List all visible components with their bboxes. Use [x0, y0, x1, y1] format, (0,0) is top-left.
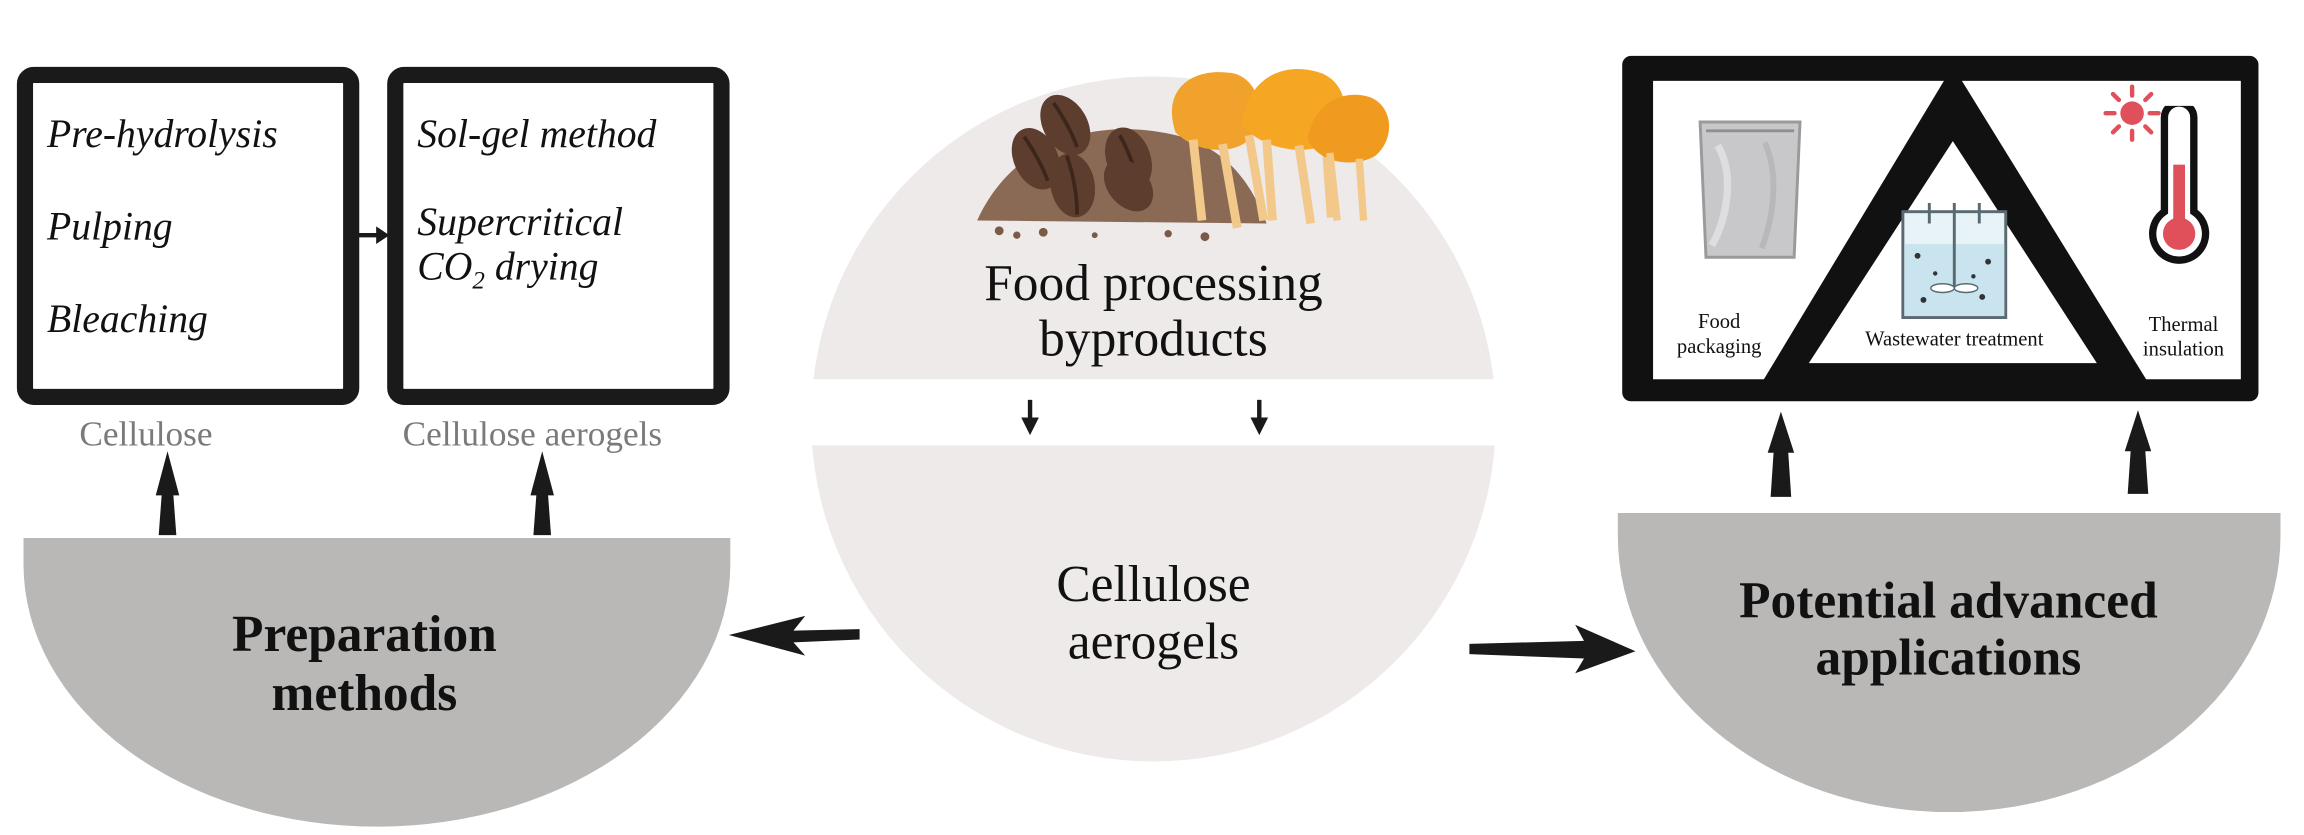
cellulose-aerogels-line1: Cellulose	[1056, 555, 1251, 613]
thermometer-icon	[2149, 105, 2210, 264]
arrow-down-left	[1021, 399, 1039, 436]
label-wastewater-treatment: Wastewater treatment	[1865, 329, 2044, 352]
box-connector-arrow	[358, 226, 390, 245]
food-byproducts-illustration	[977, 68, 1390, 242]
stirred-tank-icon	[1901, 202, 2008, 319]
applications-half-disc	[1617, 513, 2281, 813]
arrow-up-insulation	[2124, 410, 2152, 494]
center-disc-bottom	[812, 445, 1495, 762]
co2-suffix: drying	[484, 244, 599, 289]
step-pulping: Pulping	[47, 204, 173, 249]
orange-peel-icon	[1171, 68, 1390, 229]
step-pre-hydrolysis: Pre-hydrolysis	[47, 111, 278, 156]
caption-cellulose-aerogels: Cellulose aerogels	[402, 416, 663, 455]
caption-cellulose: Cellulose	[79, 416, 213, 455]
step-co2-drying: CO2 drying	[417, 244, 599, 295]
arrow-to-applications	[1469, 624, 1636, 674]
food-packaging-line1: Food	[1698, 311, 1741, 334]
process-box-cellulose	[16, 66, 360, 405]
coffee-beans-icon	[1011, 94, 1154, 218]
preparation-half-disc	[23, 538, 731, 827]
food-byproducts-label: Food processing byproducts	[882, 254, 1426, 368]
process-box-aerogels	[387, 66, 730, 405]
applications-title-line2: applications	[1815, 629, 2082, 687]
arrow-down-right	[1250, 399, 1269, 436]
step-sol-gel: Sol-gel method	[417, 111, 657, 156]
thermal-insulation-line1: Thermal	[2148, 314, 2219, 337]
cellulose-aerogels-line2: aerogels	[1067, 612, 1240, 671]
label-food-packaging: Food packaging	[1660, 312, 1778, 361]
food-byproducts-line2: byproducts	[1039, 310, 1268, 368]
step-supercritical: Supercritical	[417, 199, 624, 245]
cellulose-aerogels-label: Cellulose aerogels	[940, 556, 1366, 671]
preparation-title-line1: Preparation	[232, 605, 497, 663]
food-packaging-line2: packaging	[1676, 336, 1762, 359]
preparation-methods-title: Preparation methods	[188, 606, 541, 724]
co2-subscript: 2	[472, 266, 485, 295]
label-thermal-insulation: Thermal insulation	[2125, 315, 2243, 364]
sun-icon	[2103, 84, 2161, 142]
pouch-icon	[1698, 120, 1802, 259]
triangle-divider	[1760, 66, 2150, 386]
arrow-up-aerogels	[530, 451, 554, 536]
applications-title: Potential advanced applications	[1625, 572, 2272, 687]
applications-title-line1: Potential advanced	[1739, 571, 2158, 630]
arrow-up-cellulose	[155, 451, 180, 536]
food-byproducts-line1: Food processing	[984, 254, 1323, 312]
arrow-to-preparation	[728, 615, 860, 656]
co2-prefix: CO	[417, 244, 473, 289]
arrow-up-packaging	[1767, 411, 1795, 497]
preparation-title-line2: methods	[271, 664, 458, 722]
thermal-insulation-line2: insulation	[2142, 339, 2225, 362]
coffee-crumbs	[994, 226, 1210, 242]
step-bleaching: Bleaching	[47, 296, 208, 342]
